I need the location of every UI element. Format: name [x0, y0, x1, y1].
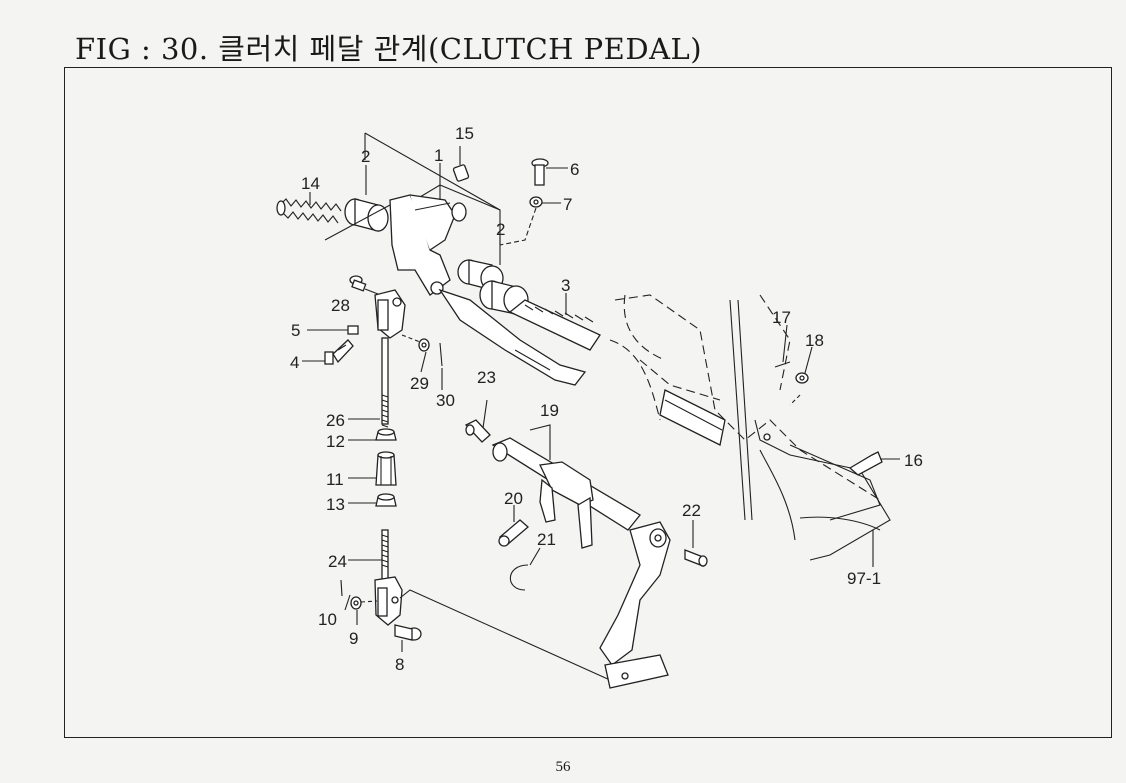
pedal-bracket-assembly: [276, 132, 601, 386]
label-14: 14: [301, 174, 320, 193]
grease-nipple-part-23: [464, 399, 491, 443]
label-22: 22: [682, 501, 701, 520]
shaft-lever-assembly: [464, 399, 708, 689]
pin-part-20: [498, 505, 529, 547]
bracket-part-1: [389, 194, 467, 296]
label-24: 24: [328, 552, 347, 571]
leader-lines: [302, 146, 900, 652]
rod-part-16: [848, 451, 883, 476]
label-18: 18: [805, 331, 824, 350]
threaded-rod-part-26: [381, 337, 389, 428]
label-20: 20: [504, 489, 523, 508]
page-number: 56: [555, 759, 571, 775]
label-4: 4: [290, 353, 299, 372]
label-3: 3: [561, 276, 570, 295]
shaft-part-19: [491, 424, 641, 549]
pin-part-8: [394, 624, 422, 641]
bolt-part-22: [684, 520, 708, 567]
washer-part-18: [795, 372, 809, 384]
pedal-pad-part-3: [508, 299, 601, 351]
label-26: 26: [326, 411, 345, 430]
turnbuckle-part-11: [375, 451, 397, 486]
bushing-part-2a: [344, 198, 389, 232]
tractor-chassis-outline: [609, 294, 891, 561]
label-5: 5: [291, 321, 300, 340]
label-12: 12: [326, 432, 345, 451]
nut-part-5: [347, 325, 359, 335]
cotter-pin-part-10: [340, 579, 343, 597]
label-6: 6: [570, 160, 579, 179]
part-number-labels: 15 2 1 6 14 7 2 3 28 5 4 29 30 23 19 17 …: [290, 124, 923, 674]
label-7: 7: [563, 195, 572, 214]
diagram-frame: [64, 67, 1112, 738]
label-15: 15: [455, 124, 474, 143]
lower-clevis: [374, 576, 403, 626]
label-1: 1: [434, 146, 443, 165]
threaded-rod-part-24: [381, 529, 389, 581]
figure-title: FIG : 30. 클러치 페달 관계(CLUTCH PEDAL): [75, 32, 703, 66]
clutch-lever-arm: [599, 521, 671, 689]
nut-part-12: [375, 428, 397, 441]
label-21: 21: [537, 530, 556, 549]
bolt-part-6: [531, 158, 549, 186]
label-28: 28: [331, 296, 350, 315]
label-16: 16: [904, 451, 923, 470]
pin-part-28: [349, 275, 379, 295]
grease-nipple-part-15: [452, 164, 470, 182]
spring-part-14: [276, 198, 391, 241]
label-8: 8: [395, 655, 404, 674]
label-17: 17: [772, 308, 791, 327]
wire-pin-part-21: [509, 547, 541, 591]
nut-part-13: [375, 493, 397, 507]
label-10: 10: [318, 610, 337, 629]
label-13: 13: [326, 495, 345, 514]
clevis-rod-assembly: [324, 275, 611, 681]
label-19: 19: [540, 401, 559, 420]
label-11: 11: [326, 470, 344, 489]
label-2-left: 2: [361, 147, 370, 166]
cotter-pin-part-30: [439, 342, 443, 367]
label-97-1: 97-1: [847, 569, 881, 588]
label-29: 29: [410, 374, 429, 393]
label-30: 30: [436, 391, 455, 410]
label-2-right: 2: [496, 220, 505, 239]
nut-part-7: [529, 196, 543, 208]
label-9: 9: [349, 629, 358, 648]
washer-part-9: [350, 596, 362, 610]
label-23: 23: [477, 368, 496, 387]
cotter-pin-part-17: [774, 361, 791, 368]
washer-part-29: [418, 338, 430, 352]
bolt-part-4: [324, 339, 354, 365]
